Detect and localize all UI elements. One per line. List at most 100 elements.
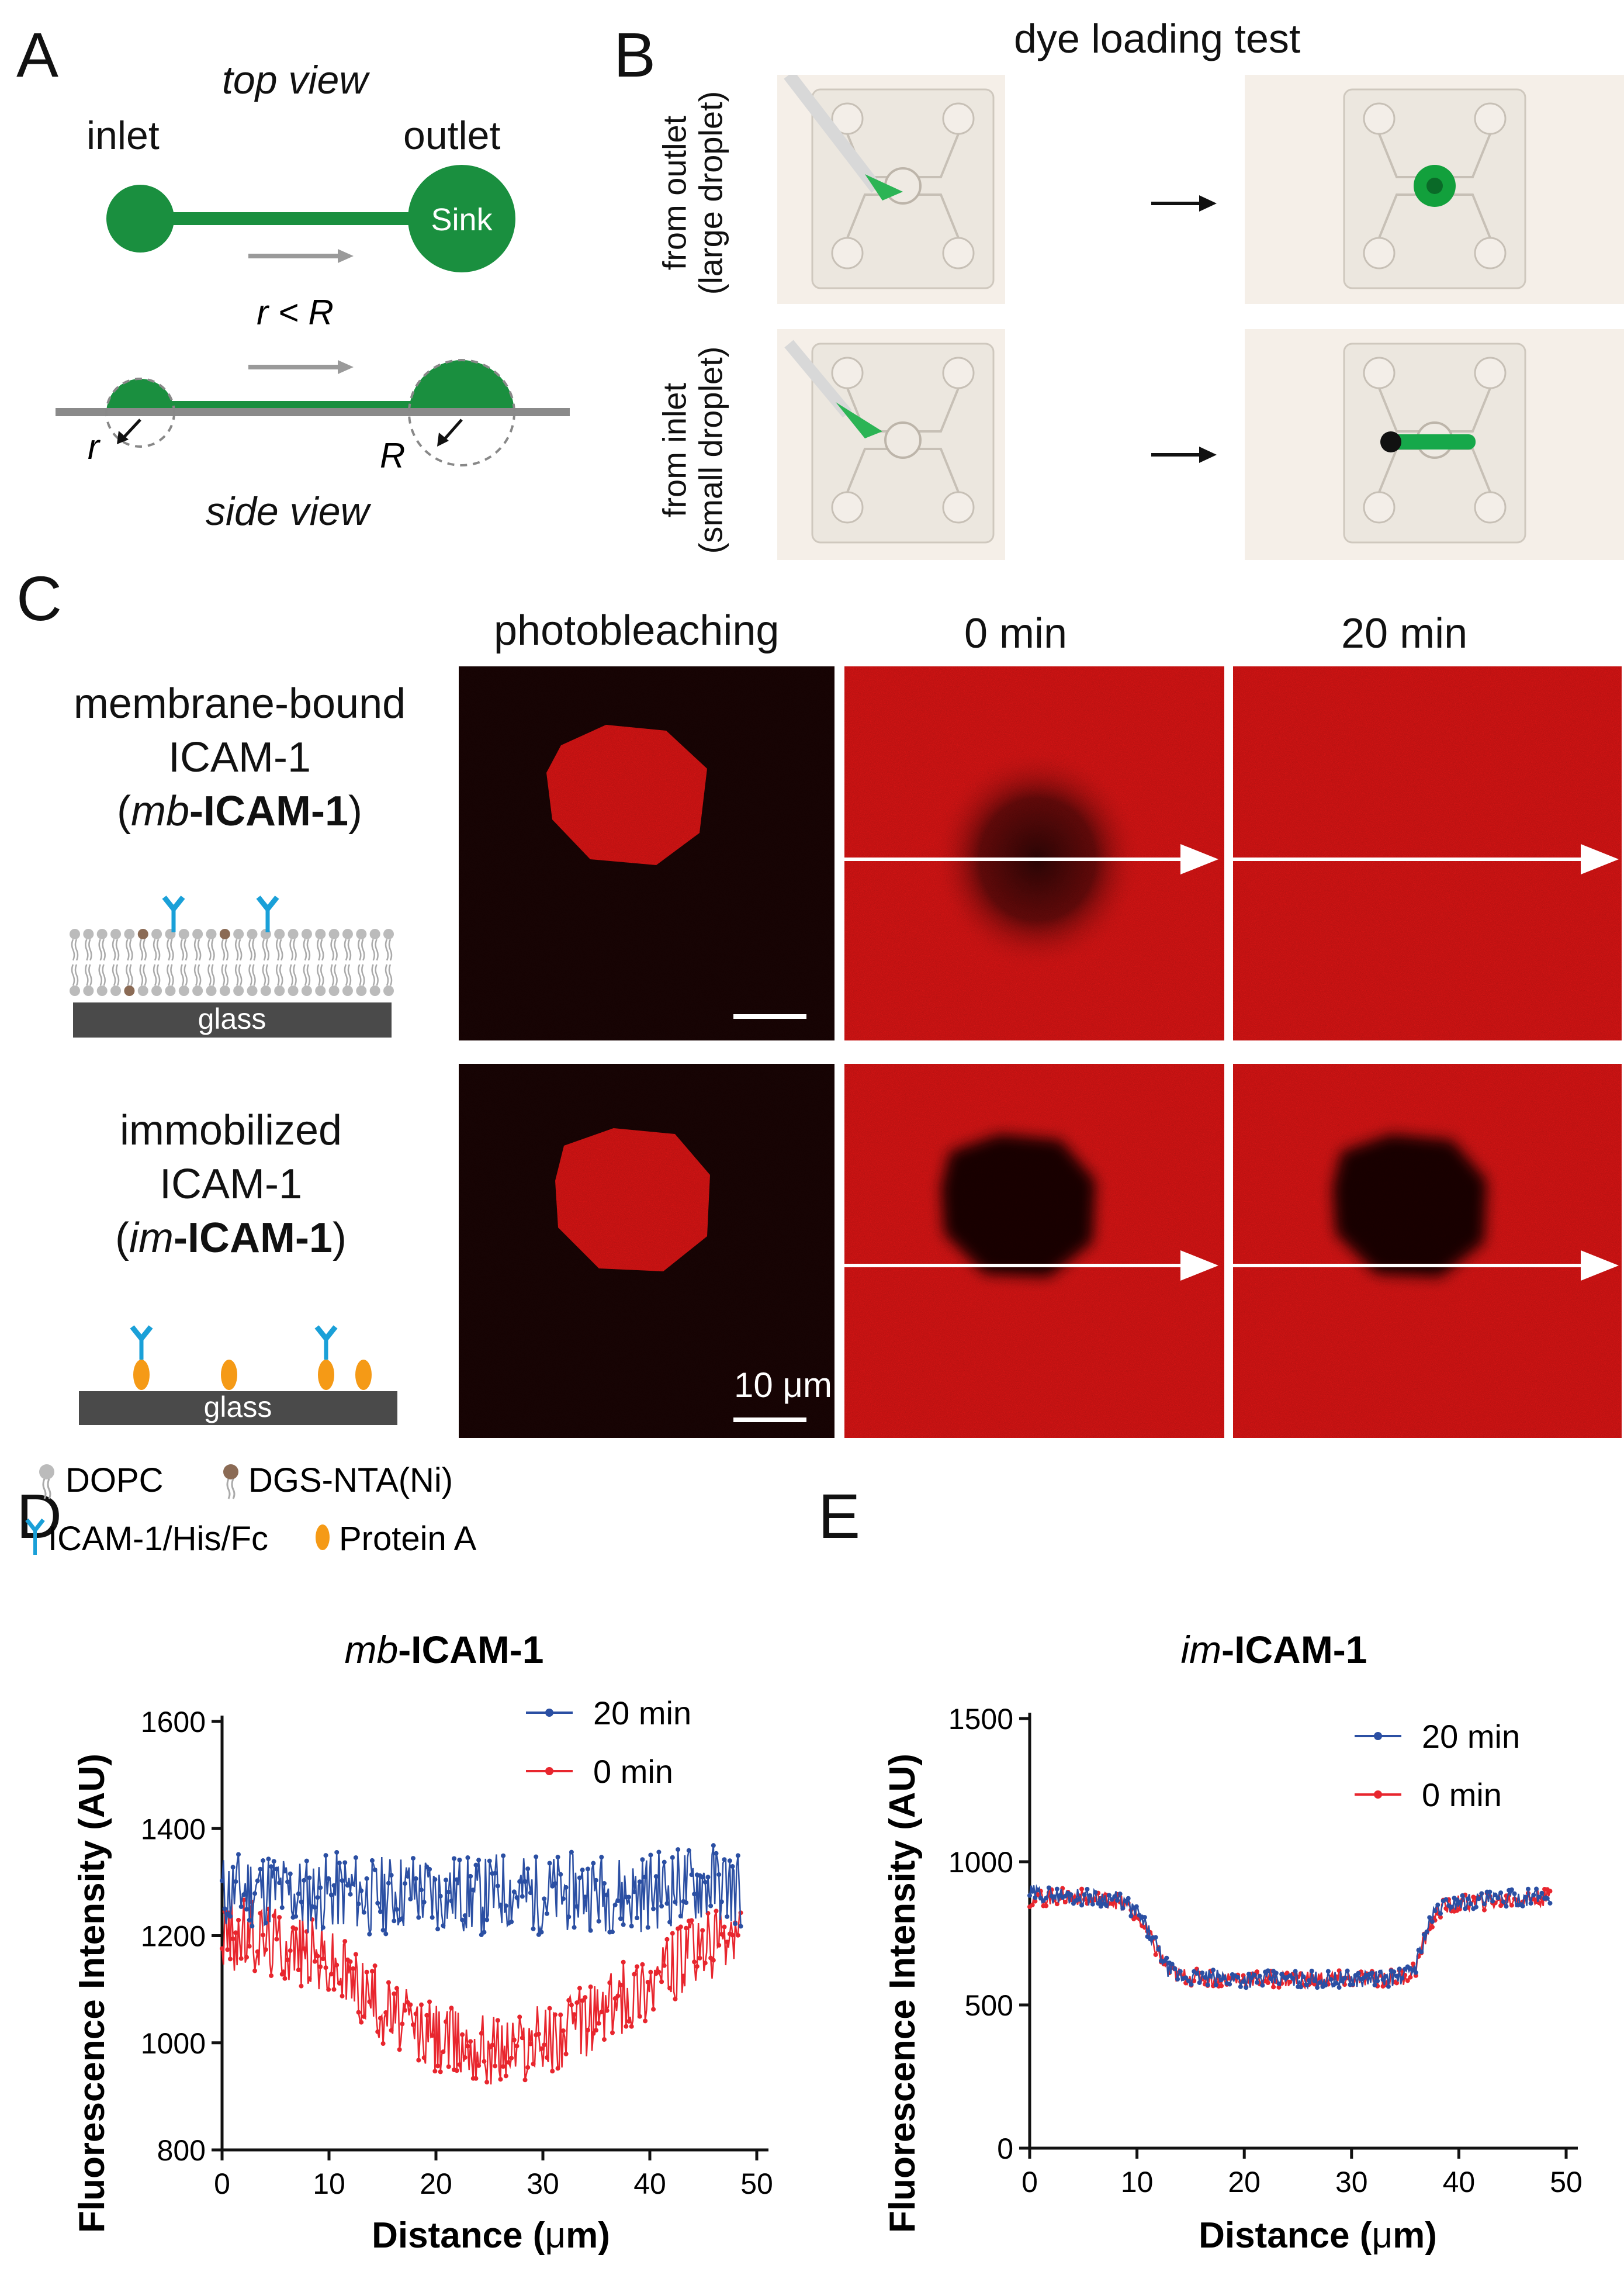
data-point	[328, 1972, 334, 1977]
chart-e-xlabel: Distance (μm)	[1199, 2215, 1437, 2256]
data-point	[708, 1903, 714, 1908]
data-point	[640, 1962, 645, 1967]
lipid-head-top	[315, 929, 326, 939]
glass-slab-im	[79, 1391, 397, 1425]
data-point	[307, 1976, 312, 1982]
data-point	[1197, 1980, 1202, 1985]
data-point	[1394, 1980, 1400, 1986]
data-point	[427, 1999, 432, 2004]
data-point	[1153, 1935, 1158, 1940]
data-point	[498, 1902, 503, 1907]
data-point	[244, 1907, 250, 1912]
sink-circle	[408, 165, 515, 272]
data-point	[643, 1875, 648, 1880]
data-point	[626, 1894, 632, 1900]
data-point	[531, 2061, 536, 2066]
data-point	[670, 1855, 675, 1860]
data-point	[1052, 1894, 1057, 1899]
data-point	[659, 1903, 664, 1908]
data-point	[444, 2019, 449, 2024]
data-point	[552, 1881, 558, 1886]
data-point	[383, 2010, 389, 2015]
data-point	[1062, 1899, 1068, 1904]
lipid-tail-top	[139, 939, 147, 961]
data-point	[1036, 1892, 1041, 1897]
lipid-head-top	[192, 929, 203, 939]
r-arrow-head	[117, 431, 129, 444]
data-point	[1315, 1985, 1320, 1990]
data-point	[560, 1896, 566, 1901]
data-point	[591, 1861, 596, 1866]
data-point	[342, 1860, 348, 1865]
lipid-head-bottom	[96, 986, 108, 996]
inlet-droplet	[106, 379, 174, 413]
data-point	[1449, 1904, 1454, 1910]
row-im-label: immobilized ICAM-1 (im-ICAM-1)	[23, 1104, 438, 1265]
data-point	[1438, 1911, 1443, 1916]
data-point	[446, 2064, 451, 2069]
data-point	[1054, 1886, 1059, 1892]
lipid-head-top	[70, 929, 80, 939]
glass-label-im: glass	[204, 1391, 272, 1423]
lipid-tail-bottom	[112, 964, 120, 986]
data-point	[405, 1873, 410, 1879]
x-tick-label: 0	[1022, 2166, 1038, 2198]
data-point	[1096, 1901, 1101, 1906]
data-point	[1030, 1889, 1035, 1894]
data-point	[1369, 1970, 1374, 1976]
lipid-tail-bottom	[317, 964, 324, 986]
lipid-tail-bottom	[303, 964, 311, 986]
data-point	[1298, 1984, 1303, 1990]
data-point	[482, 1930, 487, 1935]
data-point	[222, 1906, 227, 1911]
data-point	[1408, 1975, 1413, 1980]
data-point	[1386, 1984, 1391, 1989]
data-point	[408, 2002, 413, 2007]
data-point	[1512, 1891, 1517, 1896]
lipid-tail-top	[344, 939, 352, 961]
data-point	[643, 2018, 648, 2024]
chart-e-ylabel: Fluorescence Intensity (AU)	[882, 1754, 923, 2233]
data-point	[359, 1888, 364, 1893]
data-point	[583, 1894, 588, 1900]
data-point	[392, 1918, 397, 1924]
row-im-paren-close: )	[332, 1215, 347, 1262]
lipid-tail-top	[303, 939, 311, 961]
data-point	[673, 1996, 678, 2001]
lipid-head-bottom	[342, 986, 353, 996]
data-point	[476, 1858, 482, 1863]
data-point	[1104, 1903, 1109, 1908]
data-point	[484, 1917, 490, 1923]
chart-d-title: mb-ICAM-1	[345, 1628, 544, 1671]
data-point	[465, 1855, 470, 1861]
data-point	[686, 1848, 691, 1853]
data-point	[337, 1980, 342, 1986]
legend-dgs: DGS-NTA(Ni)	[248, 1461, 453, 1499]
data-point	[247, 1944, 252, 1949]
data-point	[730, 1864, 735, 1869]
data-point	[585, 2027, 590, 2032]
data-point	[1490, 1899, 1495, 1904]
data-point	[1276, 1984, 1282, 1990]
data-point	[714, 1908, 719, 1914]
data-point	[1356, 1970, 1361, 1976]
data-point	[1189, 1982, 1194, 1987]
data-point	[1246, 1972, 1251, 1977]
data-point	[580, 1998, 585, 2003]
data-point	[1238, 1984, 1243, 1989]
legend-dopc: DOPC	[65, 1461, 164, 1499]
lipid-tail-bottom	[153, 964, 161, 986]
data-point	[689, 1872, 694, 1878]
data-point	[1293, 1969, 1298, 1974]
data-point	[288, 1871, 293, 1876]
row-im-paren-open: (	[115, 1215, 130, 1262]
data-point	[610, 1930, 615, 1935]
data-point	[1221, 1975, 1227, 1980]
data-point	[604, 1892, 610, 1897]
lipid-tail-bottom	[234, 964, 243, 986]
data-point	[1504, 1904, 1509, 1909]
data-point	[473, 1862, 479, 1868]
data-point	[550, 2069, 555, 2074]
noise-mb-0	[844, 666, 1224, 1040]
data-point	[1044, 1896, 1049, 1901]
